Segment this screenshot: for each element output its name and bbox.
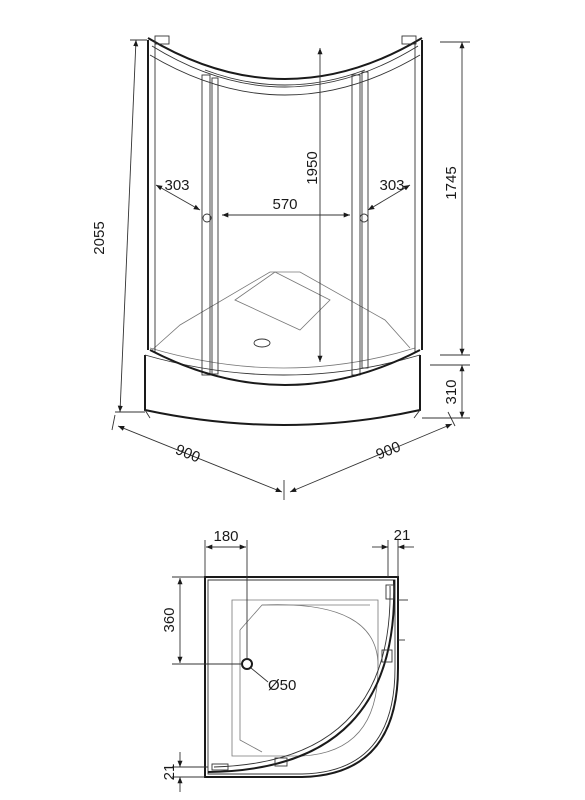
label-depth-left: 900 xyxy=(173,441,203,466)
top-view: 180 21 360 Ø50 21 xyxy=(161,527,414,792)
dim-frame-top: 21 xyxy=(372,527,414,577)
dim-drain-y: 360 xyxy=(161,576,242,665)
dim-side-right: 303 xyxy=(367,177,411,211)
label-entry-width: 570 xyxy=(272,196,297,213)
label-drain-x: 180 xyxy=(213,528,238,545)
label-frame-bottom: 21 xyxy=(161,764,178,781)
label-glass-height: 1745 xyxy=(443,166,460,199)
dim-glass-height: 1745 xyxy=(440,41,470,356)
drain-hole xyxy=(253,338,271,348)
label-drain-y: 360 xyxy=(161,607,178,632)
dim-drain-diameter: Ø50 xyxy=(250,667,296,694)
label-drain-diameter: Ø50 xyxy=(268,677,296,694)
enclosure-frame xyxy=(147,35,423,386)
dim-door-height: 1950 xyxy=(304,48,323,362)
drain-top-view xyxy=(241,658,253,670)
dim-entry-width: 570 xyxy=(222,196,350,218)
dim-side-left: 303 xyxy=(155,177,201,211)
label-frame-top: 21 xyxy=(394,527,411,544)
label-side-right: 303 xyxy=(379,177,404,194)
label-door-height: 1950 xyxy=(304,151,321,184)
label-total-height: 2055 xyxy=(91,221,108,254)
shower-tray xyxy=(144,271,421,426)
perspective-view: 2055 1950 1745 310 303 570 xyxy=(91,35,470,500)
dim-total-height: 2055 xyxy=(91,39,147,413)
dim-tray-height: 310 xyxy=(422,364,470,419)
dim-drain-x: 180 xyxy=(204,528,248,660)
label-side-left: 303 xyxy=(164,177,189,194)
label-tray-height: 310 xyxy=(443,379,460,404)
dim-frame-bottom: 21 xyxy=(161,752,208,792)
dim-depth-left: 900 xyxy=(111,414,285,500)
label-depth-right: 900 xyxy=(374,438,404,463)
